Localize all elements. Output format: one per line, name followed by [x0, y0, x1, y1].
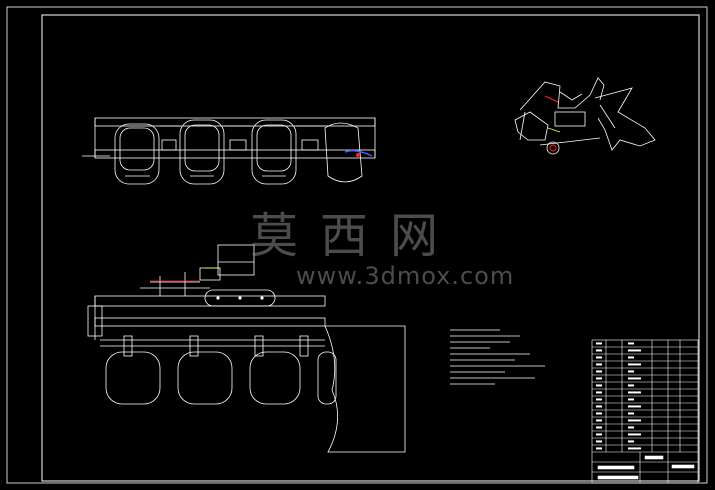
front-elevation-accents: [150, 267, 220, 282]
front-elevation-assembly: [87, 244, 406, 453]
parts-list-cell-mark: [628, 433, 641, 436]
parts-list-cell-mark: [596, 391, 602, 394]
front-seat-1: [105, 351, 161, 405]
parts-list-cell-mark: [628, 447, 641, 450]
front-seat-4: [317, 351, 337, 405]
sheet-inner-border: [41, 14, 700, 482]
parts-list-cell-mark: [596, 363, 602, 366]
sheet-outer-frame: [6, 6, 708, 484]
parts-list-cell-mark: [596, 384, 602, 387]
parts-list-cell-mark: [628, 349, 641, 352]
top-seat-4: [324, 122, 363, 183]
side-detail-accents: [544, 95, 561, 152]
top-seat-2: [179, 119, 225, 185]
parts-list-cell-mark: [628, 398, 634, 401]
parts-list-cell-mark: [628, 412, 634, 415]
parts-list-cell-mark: [628, 377, 641, 380]
parts-list-cell-mark: [628, 426, 634, 429]
watermark-url: www.3dmox.com: [296, 262, 515, 290]
parts-list-cell-mark: [596, 426, 602, 429]
parts-list-cell-mark: [596, 440, 602, 443]
parts-list-cell-mark: [596, 370, 602, 373]
parts-list-cell-mark: [628, 440, 634, 443]
parts-list-cell-mark: [628, 342, 634, 345]
parts-list-cell-mark: [596, 405, 602, 408]
parts-list-table: [591, 339, 699, 484]
parts-list-cell-mark: [628, 419, 641, 422]
parts-list-cell-mark: [596, 419, 602, 422]
parts-list-cell-mark: [596, 447, 602, 450]
parts-list-cell-mark: [596, 412, 602, 415]
parts-list-cell-mark: [628, 391, 641, 394]
parts-list-cell-mark: [628, 356, 634, 359]
top-view-seat-row: [82, 117, 376, 185]
watermark-chinese: 莫西网: [250, 208, 461, 264]
parts-list-cell-mark: [596, 342, 602, 345]
top-seat-1: [114, 123, 160, 185]
parts-list-cell-mark: [628, 384, 634, 387]
parts-list-cell-mark: [628, 363, 641, 366]
parts-list-cell-mark: [596, 377, 602, 380]
parts-list-cell-mark: [596, 433, 602, 436]
parts-list-text-marks: [596, 342, 641, 450]
side-detail-view: [514, 77, 656, 155]
top-view-accent-marks: [344, 149, 373, 157]
parts-list-cell-mark: [596, 349, 602, 352]
top-seat-3: [251, 119, 297, 185]
parts-list-cell-mark: [628, 405, 641, 408]
parts-list-cell-mark: [596, 356, 602, 359]
parts-list-cell-mark: [596, 398, 602, 401]
front-seat-2: [177, 351, 233, 405]
parts-list-cell-mark: [628, 370, 634, 373]
front-seat-3: [249, 351, 301, 405]
technical-notes: [450, 329, 545, 385]
